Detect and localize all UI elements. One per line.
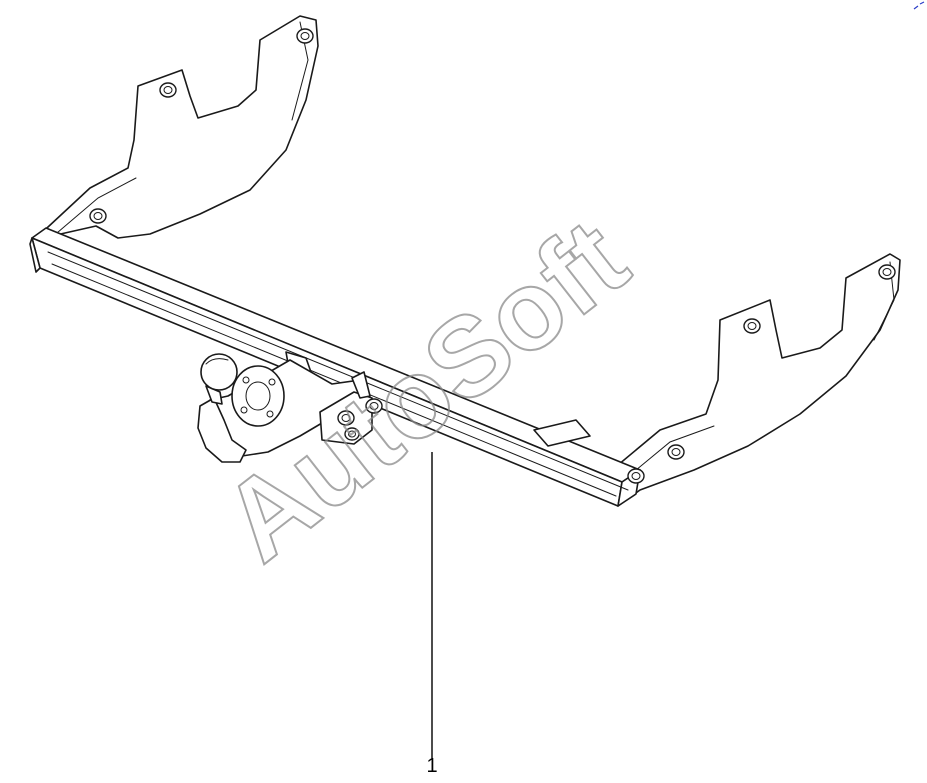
label-plate [533,419,591,447]
mounting-flange [231,365,285,427]
bolt-right-beam-lower [627,468,645,484]
bolt-left-upper [159,82,177,98]
bolt-right-top [878,264,896,280]
bolt-socket-left [337,410,355,426]
right-mounting-bracket [611,253,901,507]
bolt-left-top [296,28,314,44]
bolt-right-upper [743,318,761,334]
corner-mark [913,1,925,10]
left-mounting-bracket [33,15,319,245]
bolt-socket-right [365,398,383,414]
bolt-left-beam [89,208,107,224]
tow-ball [200,353,238,391]
tow-ball-hitch [197,351,367,463]
bolt-socket-lower [344,427,360,441]
bolt-right-beam-upper [667,444,685,460]
callout-label: 1 [426,755,437,777]
